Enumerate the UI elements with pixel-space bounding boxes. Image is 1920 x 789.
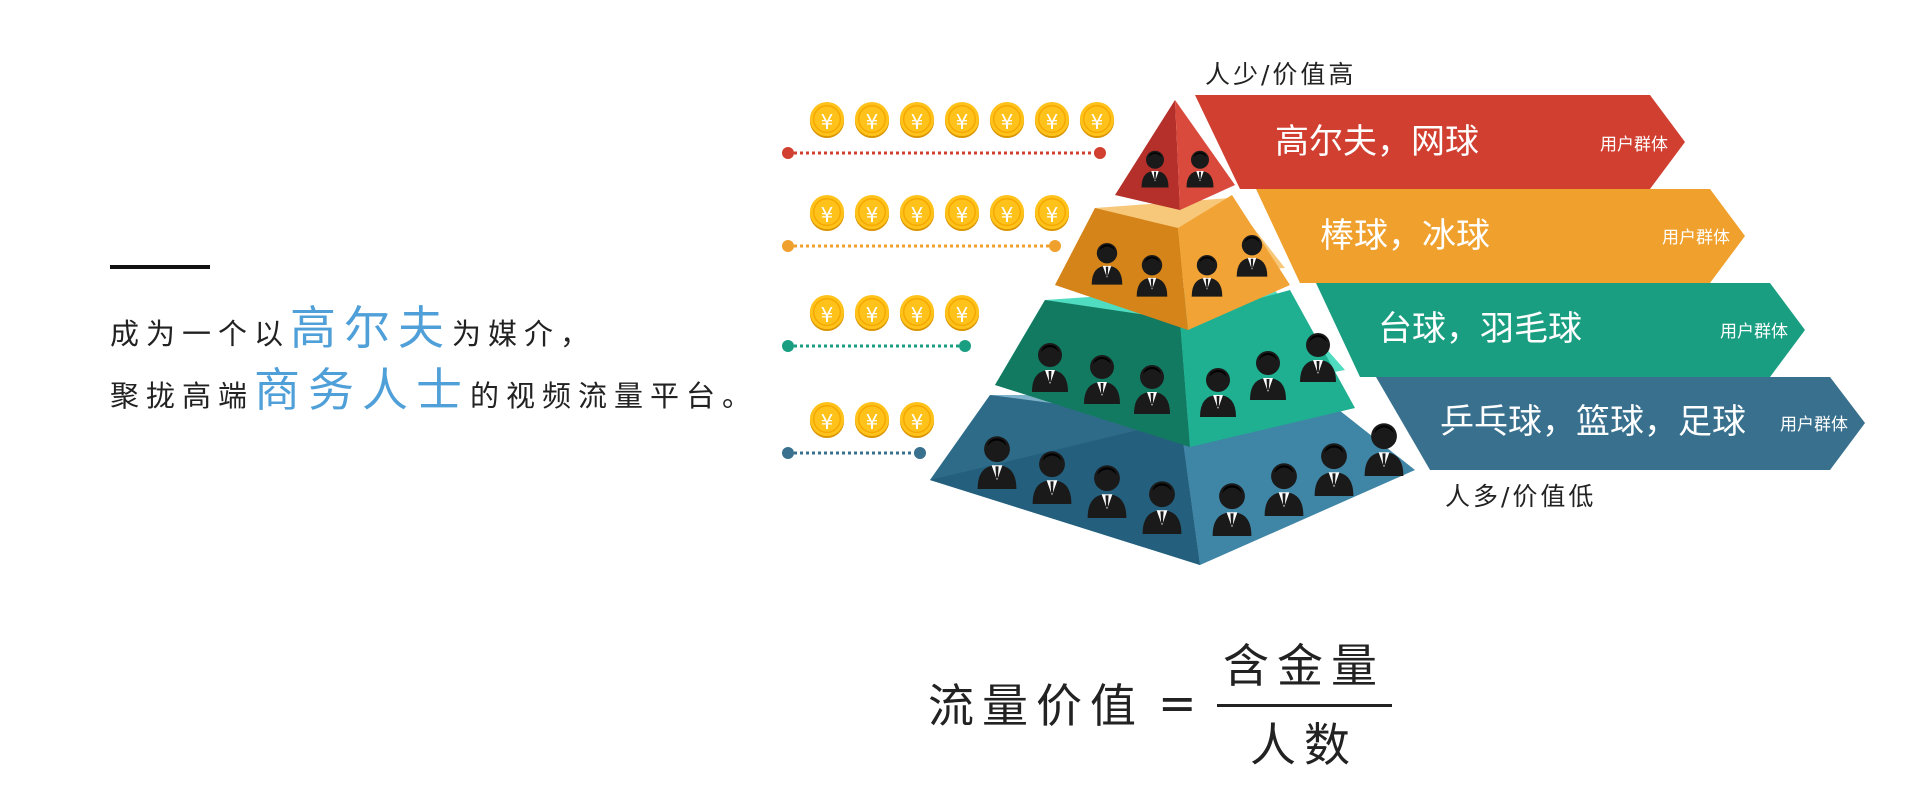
tier-2-sports: 棒球，冰球 [1320, 216, 1490, 256]
intro-line-1-start: 成为一个以 [110, 317, 291, 351]
coin-row-end-dot [914, 447, 926, 459]
yuan-symbol: ¥ [911, 303, 924, 327]
yuan-symbol: ¥ [821, 303, 834, 327]
yuan-symbol: ¥ [911, 203, 924, 227]
intro-highlight-golf: 高尔夫 [290, 301, 453, 355]
accent-rule [110, 265, 210, 269]
yuan-symbol: ¥ [1001, 110, 1014, 134]
yuan-symbol: ¥ [956, 110, 969, 134]
yuan-symbol: ¥ [1001, 203, 1014, 227]
yuan-symbol: ¥ [1046, 110, 1059, 134]
coin-row-end-dot [782, 240, 794, 252]
yuan-symbol: ¥ [956, 303, 969, 327]
yuan-symbol: ¥ [911, 410, 924, 434]
value-formula: 流量价值 = 含金量 人数 [928, 630, 1392, 775]
coin-row-end-dot [1094, 147, 1106, 159]
tier-4-sports: 乒乓球，篮球，足球 [1440, 402, 1746, 442]
tier-2-left-face [1055, 208, 1188, 330]
yuan-symbol: ¥ [866, 410, 879, 434]
banner-tier-3 [1316, 283, 1805, 377]
yuan-symbol: ¥ [821, 110, 834, 134]
fraction-bar [1216, 704, 1392, 707]
formula-numerator: 含金量 [1223, 639, 1386, 693]
coin-row-end-dot [782, 447, 794, 459]
tier-3-sports: 台球，羽毛球 [1378, 309, 1582, 349]
coin-row-end-dot [1049, 240, 1061, 252]
tier-banners [1195, 95, 1865, 470]
intro-line-1-end: 为媒介， [452, 317, 597, 351]
tier-3-group-tag: 用户群体 [1720, 322, 1788, 342]
yuan-symbol: ¥ [866, 110, 879, 134]
yuan-symbol: ¥ [821, 203, 834, 227]
yuan-symbol: ¥ [911, 110, 924, 134]
tier-2-group-tag: 用户群体 [1662, 228, 1730, 248]
tier-1-group-tag: 用户群体 [1600, 135, 1668, 155]
formula-equals: = [1158, 675, 1205, 730]
coin-row-end-dot [782, 147, 794, 159]
tier-1-sports: 高尔夫，网球 [1275, 122, 1479, 162]
top-axis-label: 人少/价值高 [1205, 60, 1356, 89]
yuan-symbol: ¥ [1046, 203, 1059, 227]
intro-line-1: 成为一个以高尔夫为媒介， [110, 300, 758, 362]
yuan-symbol: ¥ [821, 410, 834, 434]
formula-lhs: 流量价值 [928, 678, 1144, 733]
yuan-symbol: ¥ [1091, 110, 1104, 134]
intro-line-2: 聚拢高端商务人士的视频流量平台。 [110, 362, 758, 424]
coin-rows: ¥ ¥ ¥ ¥ ¥ ¥ ¥ ¥ ¥ ¥ ¥ ¥ ¥ ¥ ¥ ¥ ¥ ¥ ¥ ¥ [782, 101, 1115, 459]
yuan-symbol: ¥ [866, 303, 879, 327]
formula-denominator: 人数 [1250, 718, 1359, 772]
coin-row-end-dot [782, 340, 794, 352]
tier-4-group-tag: 用户群体 [1780, 415, 1848, 435]
yuan-symbol: ¥ [956, 203, 969, 227]
intro-text: 成为一个以高尔夫为媒介， 聚拢高端商务人士的视频流量平台。 [110, 300, 758, 424]
yuan-symbol: ¥ [866, 203, 879, 227]
banner-tier-2 [1256, 189, 1745, 283]
intro-highlight-business: 商务人士 [254, 363, 471, 417]
coin-row-end-dot [959, 340, 971, 352]
bottom-axis-label: 人多/价值低 [1445, 482, 1596, 511]
intro-line-2-end: 的视频流量平台。 [470, 379, 759, 413]
banner-tier-4 [1376, 377, 1865, 470]
banner-tier-1 [1195, 95, 1685, 189]
formula-fraction: 含金量 人数 [1216, 630, 1392, 775]
intro-line-2-start: 聚拢高端 [110, 379, 255, 413]
